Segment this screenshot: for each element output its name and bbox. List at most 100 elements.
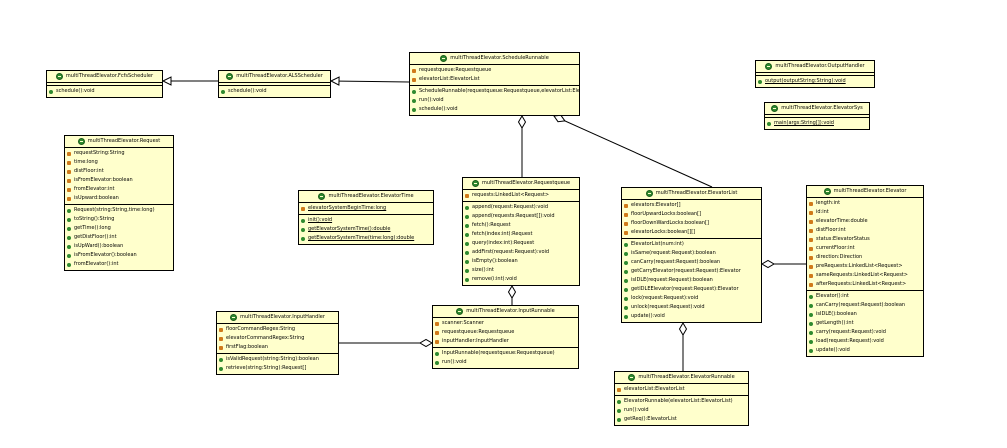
field-row[interactable]: scanner:Scanner <box>433 319 578 328</box>
field-row[interactable]: id:int <box>807 208 923 217</box>
method-row[interactable]: ScheduleRunnable(requestqueue:Requestque… <box>410 87 579 96</box>
method-row[interactable]: getDistFloor():int <box>65 233 173 242</box>
field-row[interactable]: afterRequests:LinkedList<Request> <box>807 280 923 289</box>
field-row[interactable]: elevatorList:ElevatorList <box>410 75 579 84</box>
method-row[interactable]: fetch(index:int):Request <box>463 230 579 239</box>
method-row[interactable]: getTime():long <box>65 224 173 233</box>
field-row[interactable]: isFromElevator:boolean <box>65 176 173 185</box>
method-row[interactable]: Request(string:String,time:long) <box>65 206 173 215</box>
method-row[interactable]: toString():String <box>65 215 173 224</box>
method-row[interactable]: isUpWard():boolean <box>65 242 173 251</box>
method-row[interactable]: schedule():void <box>47 87 162 96</box>
field-row[interactable]: requestString:String <box>65 149 173 158</box>
relation-line-schedrun-als[interactable] <box>330 80 410 83</box>
private-field-icon <box>435 339 439 344</box>
method-row[interactable]: init():void <box>299 216 433 225</box>
method-row[interactable]: run():void <box>433 358 578 367</box>
method-row[interactable]: output(outputString:String):void <box>756 77 874 86</box>
field-row[interactable]: elevators:Elevator[] <box>622 201 761 210</box>
method-row[interactable]: getIDLEElevator(request:Request):Elevato… <box>622 285 761 294</box>
method-row[interactable]: getReq():ElevatorList <box>615 415 748 424</box>
field-row[interactable]: distFloor:int <box>65 167 173 176</box>
method-row[interactable]: isIDLE(request:Request):boolean <box>622 276 761 285</box>
method-row[interactable]: canCarry(request:Request):boolean <box>807 301 923 310</box>
method-row[interactable]: run():void <box>410 96 579 105</box>
method-row[interactable]: lock(request:Request):void <box>622 294 761 303</box>
field-row[interactable]: floorCommandRegex:String <box>217 325 338 334</box>
field-row[interactable]: elevatorCommandRegex:String <box>217 334 338 343</box>
method-row[interactable]: schedule():void <box>410 105 579 114</box>
method-row[interactable]: size():int <box>463 266 579 275</box>
method-row[interactable]: run():void <box>615 406 748 415</box>
method-row[interactable]: isEmpty():boolean <box>463 257 579 266</box>
method-row[interactable]: fromElevator():int <box>65 260 173 269</box>
method-row[interactable]: remove(i:int):void <box>463 275 579 284</box>
method-row[interactable]: InputRunnable(requestqueue:Requestqueue) <box>433 349 578 358</box>
method-row[interactable]: append(request:Request):void <box>463 203 579 212</box>
field-row[interactable]: requestqueue:Requestqueue <box>433 328 578 337</box>
method-row[interactable]: canCarry(request:Request):boolean <box>622 258 761 267</box>
class-icon <box>77 138 85 145</box>
method-row[interactable]: load(request:Request):void <box>807 337 923 346</box>
method-row[interactable]: schedule():void <box>219 87 330 96</box>
class-name: multiThreadElevator.ElevatorRunnable <box>638 374 735 380</box>
field-row[interactable]: time:long <box>65 158 173 167</box>
method-row[interactable]: isSame(request:Request):boolean <box>622 249 761 258</box>
method-row[interactable]: isIDLE():boolean <box>807 310 923 319</box>
method-row[interactable]: Elevator():int <box>807 292 923 301</box>
class-elevrun[interactable]: multiThreadElevator.ElevatorRunnable elev… <box>614 371 749 426</box>
method-row[interactable]: append(requests:Request[]):void <box>463 212 579 221</box>
method-row[interactable]: fetch():Request <box>463 221 579 230</box>
field-row[interactable]: sameRequests:LinkedList<Request> <box>807 271 923 280</box>
field-row[interactable]: requests:LinkedList<Request> <box>463 191 579 200</box>
field-row[interactable]: distFloor:int <box>807 226 923 235</box>
field-row[interactable]: firstFlag:boolean <box>217 343 338 352</box>
method-row[interactable]: query(index:int):Request <box>463 239 579 248</box>
method-row[interactable]: retrieve(string:String):Request[] <box>217 364 338 373</box>
field-row[interactable]: fromElevator:int <box>65 185 173 194</box>
field-row[interactable]: preRequests:LinkedList<Request> <box>807 262 923 271</box>
method-row[interactable]: ElevatorList(num:int) <box>622 240 761 249</box>
field-row[interactable]: elevatorTime:double <box>807 217 923 226</box>
field-row[interactable]: requestqueue:Requestqueue <box>410 66 579 75</box>
field-row[interactable]: floorUpwardLocks:boolean[] <box>622 210 761 219</box>
method-row[interactable]: update():void <box>807 346 923 355</box>
field-row[interactable]: isUpward:boolean <box>65 194 173 203</box>
field-row[interactable]: status:ElevatorStatus <box>807 235 923 244</box>
field-signature: length:int <box>816 200 841 206</box>
relation-line-elevlist-schedrun[interactable] <box>553 115 713 188</box>
field-row[interactable]: elevatorSystemBeginTime:long <box>299 204 433 213</box>
method-row[interactable]: isValidRequest(string:String):boolean <box>217 355 338 364</box>
field-row[interactable]: floorDownWardLocks:boolean[] <box>622 219 761 228</box>
method-row[interactable]: carry(request:Request):void <box>807 328 923 337</box>
method-row[interactable]: ElevatorRunnable(elevatorList:ElevatorLi… <box>615 397 748 406</box>
method-row[interactable]: getElevatorSystemTime(time:long):double <box>299 234 433 243</box>
method-row[interactable]: addFirst(request:Request):void <box>463 248 579 257</box>
method-row[interactable]: getCarryElevator(request:Request):Elevat… <box>622 267 761 276</box>
method-row[interactable]: getLength():int <box>807 319 923 328</box>
method-row[interactable]: getElevatorSystemTime():double <box>299 225 433 234</box>
method-row[interactable]: main(args:String[]):void <box>765 119 869 128</box>
field-row[interactable]: inputHandler:InputHandler <box>433 337 578 346</box>
method-row[interactable]: isFromElevator():boolean <box>65 251 173 260</box>
field-row[interactable]: elevatorLocks:boolean[][] <box>622 228 761 237</box>
field-row[interactable]: direction:Direction <box>807 253 923 262</box>
method-row[interactable]: update():void <box>622 312 761 321</box>
field-row[interactable]: length:int <box>807 199 923 208</box>
field-row[interactable]: elevatorList:ElevatorList <box>615 385 748 394</box>
method-row[interactable]: unlock(request:Request):void <box>622 303 761 312</box>
field-row[interactable]: currentFloor:int <box>807 244 923 253</box>
